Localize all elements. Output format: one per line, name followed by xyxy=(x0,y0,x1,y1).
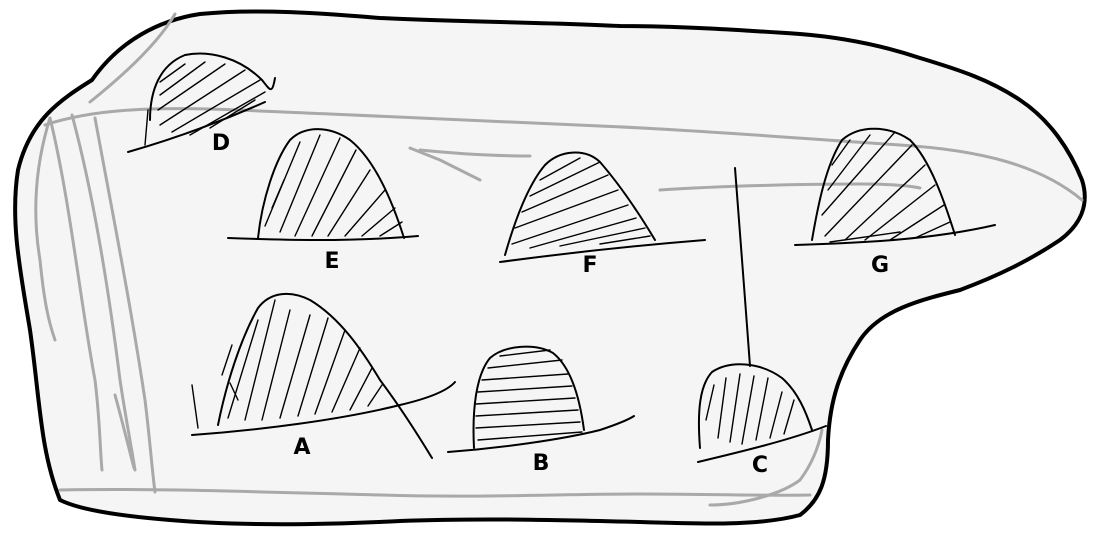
label-c: C xyxy=(752,453,768,478)
label-f: F xyxy=(582,253,597,278)
label-d: D xyxy=(212,131,230,156)
label-e: E xyxy=(324,249,339,274)
label-g: G xyxy=(871,253,889,278)
rock-outline xyxy=(15,11,1085,524)
label-b: B xyxy=(533,451,550,476)
label-a: A xyxy=(293,435,310,460)
